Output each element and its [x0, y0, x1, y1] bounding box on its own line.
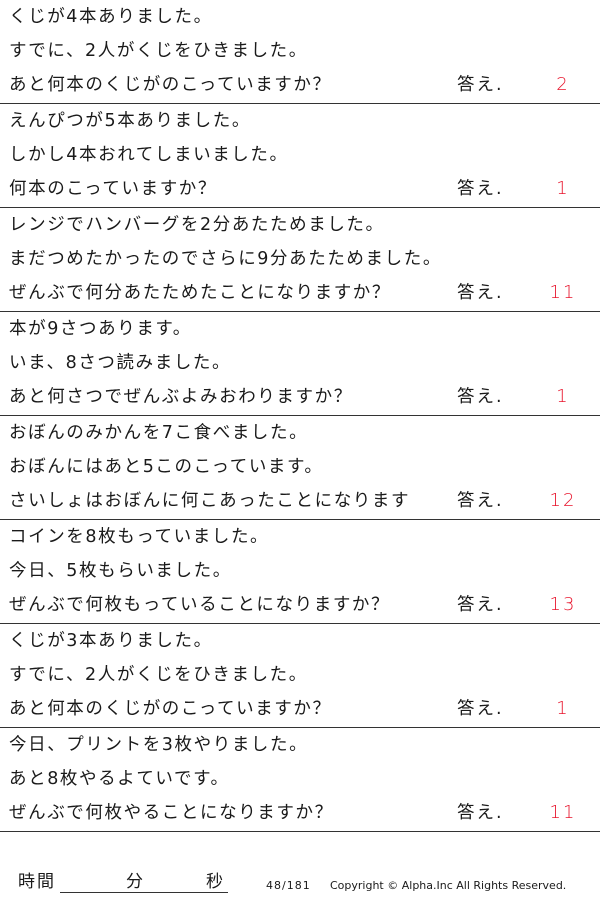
answer-value: 1 [556, 698, 570, 719]
answer-label: 答え. [457, 75, 504, 95]
problem-4: 本が9さつあります。 いま、8さつ読みました。 あと何さつでぜんぶよみおわります… [0, 312, 600, 416]
problem-line: おぼんのみかんを7こ食べました。 [9, 423, 309, 443]
page-number: 48/181 [266, 879, 311, 892]
answer-value: 11 [549, 802, 577, 823]
minutes-label: 分 [126, 872, 143, 892]
problem-question: あと何本のくじがのこっていますか？ [9, 699, 332, 719]
time-entry-blank [60, 892, 228, 893]
problem-line: まだつめたかったのでさらに9分あたためました。 [9, 249, 442, 269]
answer-label: 答え. [457, 283, 504, 303]
problem-line: 今日、5枚もらいました。 [9, 561, 232, 581]
problem-line: おぼんにはあと5このこっています。 [9, 457, 324, 477]
answer-value: 1 [556, 386, 570, 407]
problem-7: くじが3本ありました。 すでに、2人がくじをひきました。 あと何本のくじがのこっ… [0, 624, 600, 728]
problem-line: えんぴつが5本ありました。 [9, 111, 251, 131]
problem-6: コインを8枚もっていました。 今日、5枚もらいました。 ぜんぶで何枚もっているこ… [0, 520, 600, 624]
problem-question: ぜんぶで何分あたためたことになりますか？ [9, 283, 391, 303]
answer-value: 2 [556, 74, 570, 95]
problem-line: くじが4本ありました。 [9, 7, 213, 27]
problem-question: ぜんぶで何枚もっていることになりますか？ [9, 595, 391, 615]
problem-question: 何本のこっていますか？ [9, 179, 217, 199]
answer-value: 1 [556, 178, 570, 199]
copyright-notice: Copyright © Alpha.Inc All Rights Reserve… [330, 879, 567, 892]
problem-question: あと何さつでぜんぶよみおわりますか？ [9, 387, 353, 407]
problem-5: おぼんのみかんを7こ食べました。 おぼんにはあと5このこっています。 さいしょは… [0, 416, 600, 520]
problem-line: しかし4本おれてしまいました。 [9, 145, 289, 165]
problem-line: コインを8枚もっていました。 [9, 527, 270, 547]
problem-line: レンジでハンバーグを2分あたためました。 [9, 215, 385, 235]
seconds-label: 秒 [206, 872, 223, 892]
problem-line: あと8枚やるよていです。 [9, 769, 230, 789]
problem-question: ぜんぶで何枚やることになりますか？ [9, 803, 334, 823]
problem-line: 本が9さつあります。 [9, 319, 192, 339]
problem-line: いま、8さつ読みました。 [9, 353, 232, 373]
problem-question: さいしょはおぼんに何こあったことになります [9, 491, 411, 511]
problem-1: くじが4本ありました。 すでに、2人がくじをひきました。 あと何本のくじがのこっ… [0, 0, 600, 104]
answer-label: 答え. [457, 491, 504, 511]
problem-line: すでに、2人がくじをひきました。 [9, 41, 308, 61]
problem-line: すでに、2人がくじをひきました。 [9, 665, 308, 685]
problem-2: えんぴつが5本ありました。 しかし4本おれてしまいました。 何本のこっていますか… [0, 104, 600, 208]
problem-line: 今日、プリントを3枚やりました。 [9, 735, 309, 755]
answer-label: 答え. [457, 387, 504, 407]
answer-label: 答え. [457, 595, 504, 615]
answer-value: 11 [549, 282, 577, 303]
answer-value: 13 [549, 594, 577, 615]
answer-value: 12 [549, 490, 577, 511]
answer-label: 答え. [457, 699, 504, 719]
problem-3: レンジでハンバーグを2分あたためました。 まだつめたかったのでさらに9分あたため… [0, 208, 600, 312]
problem-line: くじが3本ありました。 [9, 631, 213, 651]
answer-label: 答え. [457, 179, 504, 199]
problem-question: あと何本のくじがのこっていますか？ [9, 75, 332, 95]
worksheet: くじが4本ありました。 すでに、2人がくじをひきました。 あと何本のくじがのこっ… [0, 0, 600, 832]
answer-label: 答え. [457, 803, 504, 823]
time-label: 時間 [18, 872, 56, 892]
problem-8: 今日、プリントを3枚やりました。 あと8枚やるよていです。 ぜんぶで何枚やること… [0, 728, 600, 832]
footer: 時間 分 秒 48/181 Copyright © Alpha.Inc All … [0, 866, 600, 896]
